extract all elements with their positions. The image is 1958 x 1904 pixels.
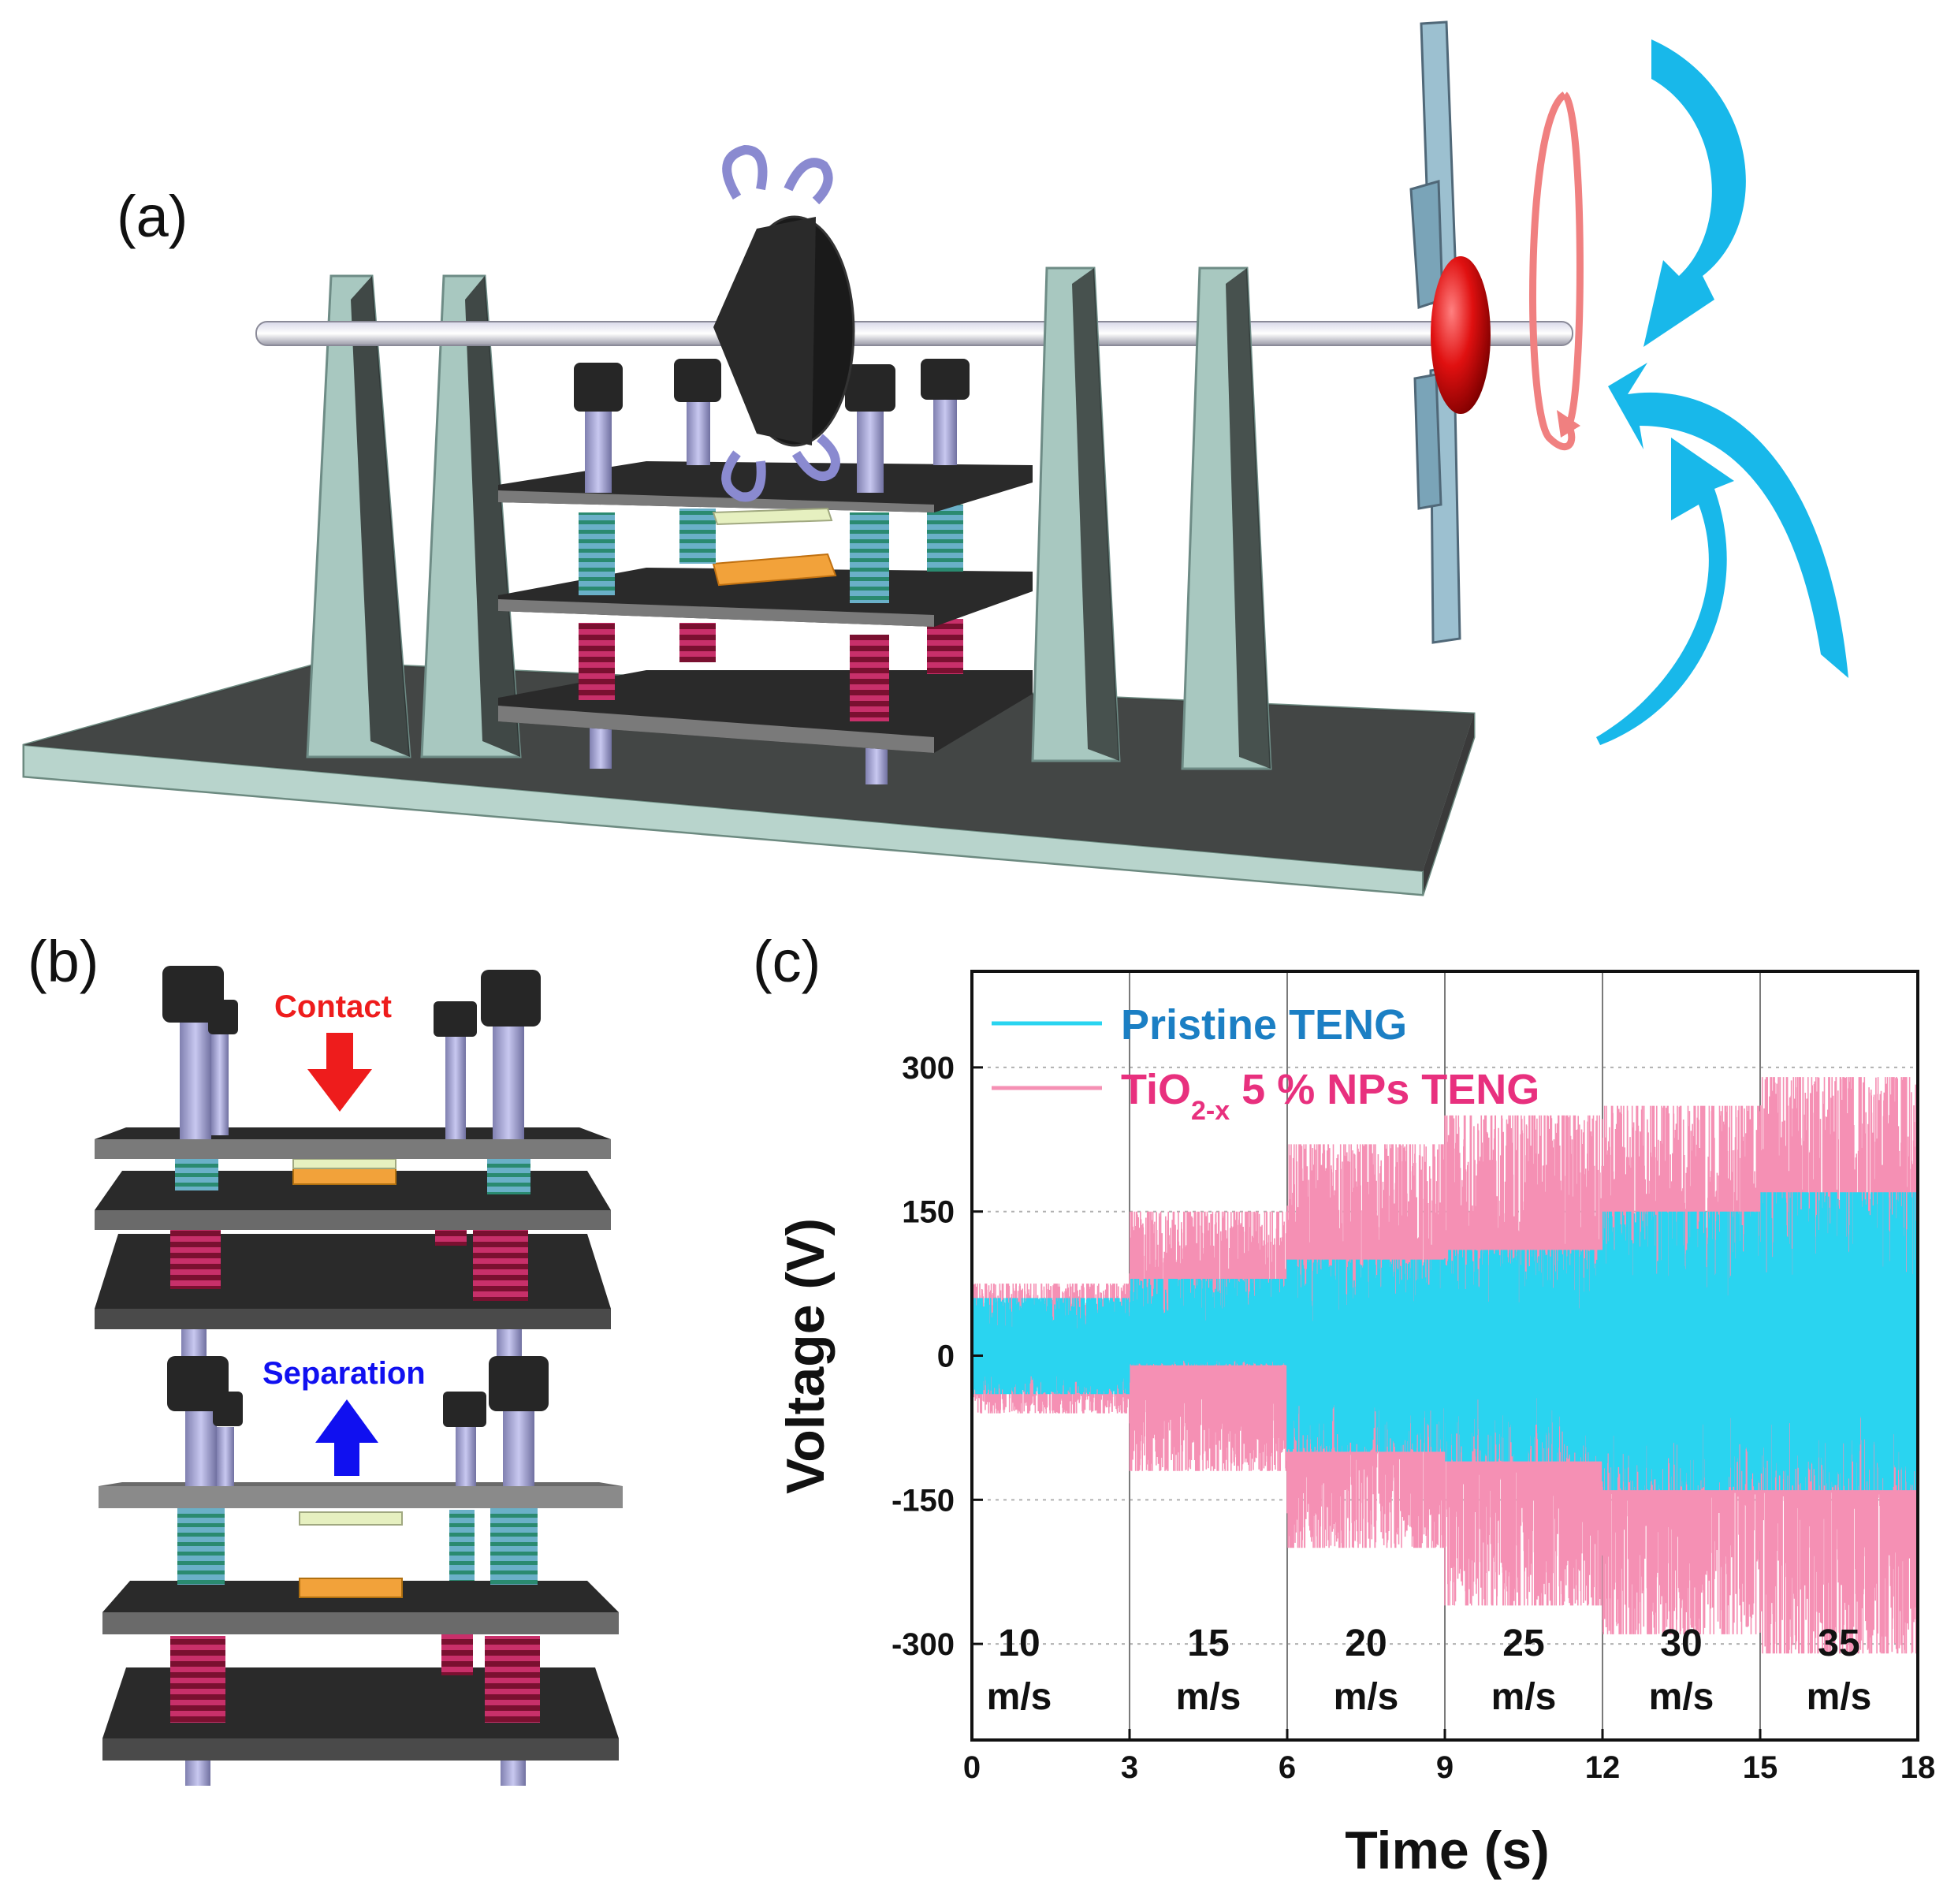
y-tick-label-0: -300 [892, 1627, 955, 1662]
pristine-trace-segment-3 [1444, 1250, 1603, 1462]
pristine-trace-segment-2 [1286, 1259, 1446, 1452]
panel-c-label: (c) [753, 929, 821, 994]
legend-label-tio2: TiO2-x 5 % NPs TENG [1121, 1066, 1539, 1126]
panel-a: (a) [22, 20, 1848, 896]
y-tick-label-2: 0 [937, 1340, 955, 1374]
speed-unit-3: m/s [1491, 1676, 1557, 1718]
speed-value-0: 10 [998, 1623, 1040, 1664]
pillar-1 [306, 274, 411, 758]
cam-wheel [713, 144, 855, 502]
x-tick-label-5: 15 [1743, 1750, 1778, 1785]
x-tick-label-4: 12 [1585, 1750, 1621, 1785]
pillar-4 [1181, 266, 1272, 770]
panel-b-label: (b) [28, 929, 99, 994]
series-pristine [972, 1192, 1918, 1491]
x-tick-label-0: 0 [963, 1750, 981, 1785]
pristine-trace-segment-5 [1759, 1192, 1918, 1491]
x-tick-label-3: 9 [1436, 1750, 1454, 1785]
speed-value-2: 20 [1345, 1623, 1387, 1664]
speed-value-5: 35 [1818, 1623, 1859, 1664]
legend-tio2-prefix: TiO [1121, 1066, 1191, 1113]
x-axis-title: Time (s) [1345, 1820, 1549, 1880]
wind-arrow-icon [1596, 39, 1848, 745]
panel-c: (c) 10 m/s 15 m/s 20 m/s 25 m/s 30 m/s 35 m/s 0 3 6 9 1… [753, 929, 1935, 1880]
pristine-trace-segment-4 [1602, 1211, 1761, 1491]
speed-unit-1: m/s [1176, 1676, 1241, 1718]
rotation-arrow-icon [1529, 91, 1584, 451]
teng-stack-a [498, 359, 1033, 784]
speed-unit-5: m/s [1807, 1676, 1872, 1718]
speed-unit-0: m/s [987, 1676, 1052, 1718]
axis-ticks: 0 3 6 9 12 15 18 -300 -150 0 150 300 [892, 1051, 1935, 1785]
speed-value-3: 25 [1502, 1623, 1544, 1664]
chart-legend: Pristine TENG TiO2-x 5 % NPs TENG [992, 1001, 1539, 1126]
teng-stack-separation [99, 1356, 623, 1786]
contact-arrow-icon [307, 1033, 372, 1112]
panel-a-label: (a) [117, 184, 188, 249]
speed-value-4: 30 [1660, 1623, 1702, 1664]
legend-tio2-suffix: 5 % NPs TENG [1230, 1066, 1539, 1113]
pillar-3 [1031, 266, 1121, 762]
x-tick-label-2: 6 [1279, 1750, 1296, 1785]
speed-labels: 10 m/s 15 m/s 20 m/s 25 m/s 30 m/s 35 m/s [987, 1623, 1872, 1718]
panel-b: (b) [28, 929, 623, 1786]
speed-value-1: 15 [1187, 1623, 1229, 1664]
shaft-rod [255, 321, 1573, 346]
pristine-trace-segment-1 [1129, 1279, 1288, 1366]
y-tick-label-4: 300 [902, 1051, 955, 1086]
y-tick-label-1: -150 [892, 1483, 955, 1518]
base-plate-edge [1423, 714, 1474, 895]
legend-label-pristine: Pristine TENG [1121, 1001, 1407, 1049]
contact-label: Contact [274, 989, 392, 1024]
pristine-trace-segment-0 [972, 1298, 1130, 1395]
speed-unit-4: m/s [1649, 1676, 1714, 1718]
teng-stack-contact [95, 966, 611, 1368]
speed-unit-2: m/s [1334, 1676, 1399, 1718]
y-axis-title: Voltage (V) [776, 1218, 836, 1494]
legend-tio2-subscript: 2-x [1191, 1096, 1230, 1126]
fan-rotor [1409, 20, 1491, 644]
fan-hub [1431, 256, 1491, 414]
pillar-2 [420, 274, 522, 758]
separation-arrow-icon [315, 1399, 378, 1476]
x-tick-label-6: 18 [1900, 1750, 1936, 1785]
separation-label: Separation [262, 1356, 426, 1391]
x-tick-label-1: 3 [1121, 1750, 1138, 1785]
y-tick-label-3: 150 [902, 1195, 955, 1230]
